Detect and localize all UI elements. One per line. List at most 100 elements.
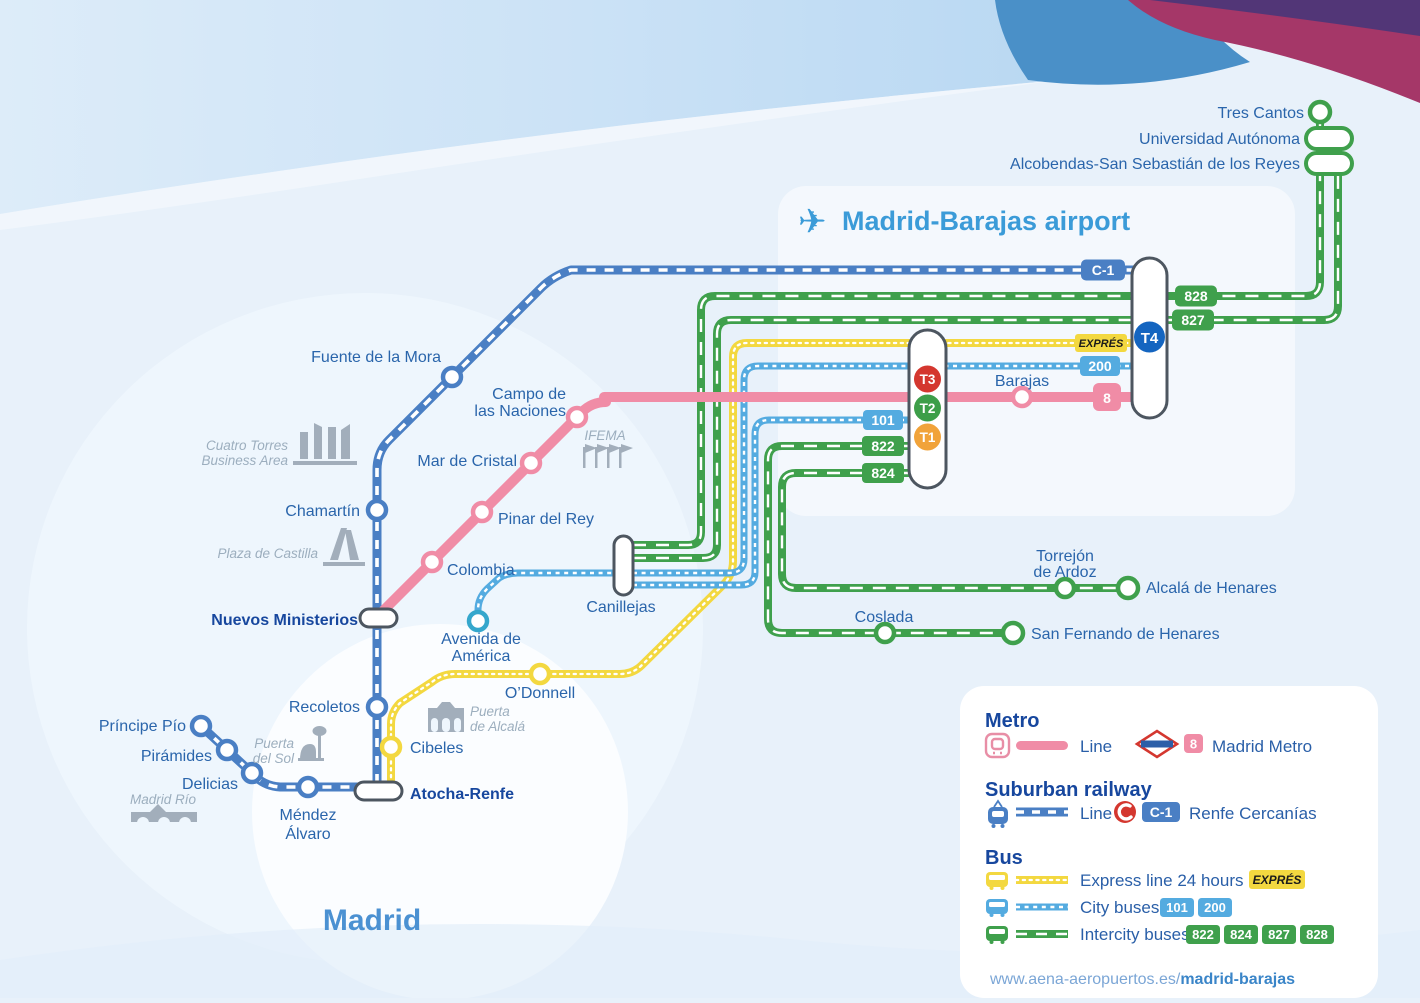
station-dot-pinar-rey xyxy=(470,500,494,524)
line-101 xyxy=(629,416,913,589)
legend-box xyxy=(960,686,1378,998)
station-atocha-capsule xyxy=(353,780,404,802)
background-circle-white xyxy=(252,624,628,1000)
label-recoletos: Recoletos xyxy=(289,699,360,716)
station-dot-avenida-america xyxy=(466,609,490,633)
legend-expres-badge xyxy=(1249,870,1305,889)
legend-822-text: 822 xyxy=(1192,927,1214,942)
legend: Metro Line 8 Madrid Metro Suburban railw… xyxy=(960,686,1378,998)
label-universidad: Universidad Autónoma xyxy=(1139,131,1300,148)
city-bus-icon xyxy=(986,899,1008,917)
airport-title: Madrid-Barajas airport xyxy=(842,206,1130,236)
label-tres-cantos: Tres Cantos xyxy=(1217,105,1304,122)
label-ifema: IFEMA xyxy=(584,428,625,443)
legend-828-badge xyxy=(1300,925,1334,944)
airplane-icon: ✈ xyxy=(798,203,827,241)
background-wave-band xyxy=(0,0,1060,214)
ribbon-magenta xyxy=(1128,0,1420,103)
svg-text:822: 822 xyxy=(871,438,895,454)
legend-metro-name: Madrid Metro xyxy=(1212,737,1312,756)
legend-824-text: 824 xyxy=(1230,927,1252,942)
t2-label: T2 xyxy=(920,401,936,416)
madrid-metro-logo xyxy=(1134,729,1180,759)
legend-express-label: Express line 24 hours xyxy=(1080,871,1243,890)
station-nuevos-ministerios-capsule xyxy=(358,607,399,629)
svg-text:C-1: C-1 xyxy=(1092,262,1115,278)
t4-circle xyxy=(1134,321,1165,353)
label-coslada: Coslada xyxy=(855,609,914,626)
label-san-fernando: San Fernando de Henares xyxy=(1031,626,1220,643)
legend-101-badge xyxy=(1160,898,1194,917)
label-plaza-castilla: Plaza de Castilla xyxy=(217,546,318,561)
station-dot-piramides xyxy=(215,738,239,762)
line-828 xyxy=(629,114,1324,549)
station-dot-mar-cristal xyxy=(519,451,543,475)
line-827 xyxy=(629,144,1342,562)
legend-url[interactable]: www.aena-aeropuertos.es/madrid-barajas xyxy=(989,971,1295,988)
legend-828-text: 828 xyxy=(1306,927,1328,942)
legend-suburban-line-label: Line xyxy=(1080,804,1112,823)
station-dots xyxy=(189,99,1333,799)
puerta-del-sol-icon xyxy=(298,726,327,761)
puerta-alcala-icon xyxy=(428,702,464,732)
express-bus-icon xyxy=(986,872,1008,890)
t1-circle xyxy=(914,423,941,451)
svg-text:827: 827 xyxy=(1181,312,1205,328)
badge-101: 101 xyxy=(863,410,903,430)
label-madrid-rio: Madrid Río xyxy=(130,792,197,807)
background-wave-highlight xyxy=(0,80,1060,230)
station-dot-colombia xyxy=(420,550,444,574)
madrid-rio-icon xyxy=(131,804,197,829)
badge-200: 200 xyxy=(1080,356,1120,376)
label-colombia: Colombia xyxy=(447,562,515,579)
station-dot-campo-naciones xyxy=(565,405,589,429)
badge-metro-8: 8 xyxy=(1093,383,1121,411)
label-fuente-mora: Fuente de la Mora xyxy=(311,349,441,366)
svg-text:828: 828 xyxy=(1184,288,1208,304)
svg-text:EXPRÉS: EXPRÉS xyxy=(1079,337,1124,350)
line-metro-8 xyxy=(375,392,1150,619)
legend-metro-8-text: 8 xyxy=(1190,737,1197,752)
label-alcobendas: Alcobendas-San Sebastián de los Reyes xyxy=(1010,156,1300,173)
label-delicias: Delicias xyxy=(182,776,238,793)
station-dot-delicias xyxy=(240,761,264,785)
cercanias-logo xyxy=(1114,801,1136,823)
label-atocha: Atocha-Renfe xyxy=(410,786,514,803)
svg-text:8: 8 xyxy=(1103,390,1111,406)
legend-200-text: 200 xyxy=(1204,900,1226,915)
label-barajas: Barajas xyxy=(995,373,1049,390)
label-mar-cristal: Mar de Cristal xyxy=(417,453,517,470)
t3-label: T3 xyxy=(920,372,936,387)
line-badges: C-1 828 827 EXPRÉS 200 8 101 822 xyxy=(862,259,1217,483)
ifema-icon xyxy=(583,444,633,468)
legend-bus-heading: Bus xyxy=(985,847,1023,869)
ribbon-purple xyxy=(1150,0,1420,36)
station-dot-mendez-alvaro xyxy=(296,775,320,799)
city-title: Madrid xyxy=(323,904,421,937)
legend-101-text: 101 xyxy=(1166,900,1188,915)
line-express xyxy=(387,339,1149,788)
station-dot-cibeles xyxy=(379,735,403,759)
legend-c1-badge xyxy=(1142,802,1180,822)
label-canillejas: Canillejas xyxy=(586,599,655,616)
legend-citybus-label: City buses xyxy=(1080,898,1159,917)
station-dot-san-fernando xyxy=(1000,620,1026,646)
legend-822-badge xyxy=(1186,925,1220,944)
badge-827: 827 xyxy=(1172,309,1214,331)
label-nuevos-ministerios: Nuevos Ministerios xyxy=(211,612,358,629)
label-odonnell: O’Donnell xyxy=(505,685,575,702)
badge-expres: EXPRÉS xyxy=(1075,334,1127,352)
station-universidad-oval xyxy=(1304,126,1354,151)
station-dot-alcala xyxy=(1115,575,1141,601)
line-822 xyxy=(764,442,1017,637)
label-pinar-rey: Pinar del Rey xyxy=(498,511,594,528)
intercity-bus-icon xyxy=(986,926,1008,944)
line-824 xyxy=(778,469,1132,592)
label-cibeles: Cibeles xyxy=(410,740,463,757)
